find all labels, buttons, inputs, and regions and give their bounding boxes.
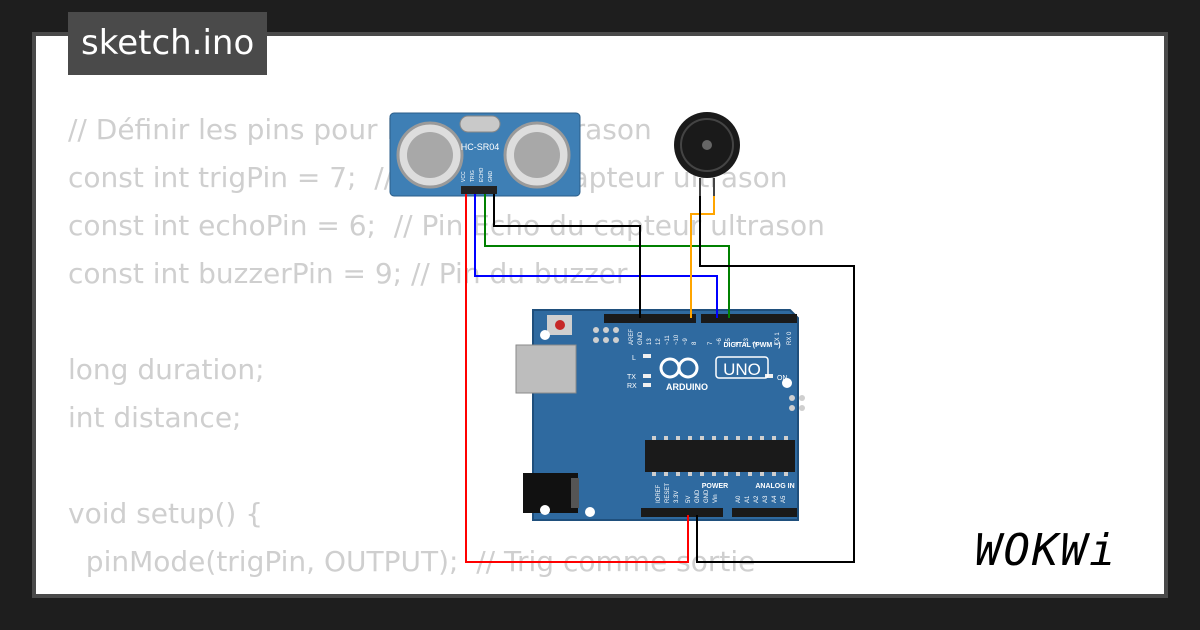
analog-pin-a5: A5 [781,495,787,503]
wire-buzzer-gnd [696,196,855,563]
sensor-pin-echo: ECHO [479,167,485,182]
wire-sensor-gnd [493,194,641,318]
power-pin-gnd-2: GND [704,489,710,503]
arduino-brand: ARDUINO [666,382,708,392]
code-line: const int echoPin = 6; // Pin Echo du ca… [68,209,825,242]
digital-label: DIGITAL (PWM ~) [723,342,780,349]
analog-pin-a2: A2 [754,495,760,503]
pin-label-rx: RX 0 [787,331,793,345]
analog-pin-a1: A1 [745,495,751,503]
pin-label-6: ~6 [717,337,723,345]
power-label: POWER [702,483,728,490]
pin-label-12: 12 [656,338,662,345]
pin-label-2: 2 [753,341,759,345]
pin-label-aref: AREF [629,329,635,345]
pin-label-gnd: GND [638,331,644,345]
code-line: const int buzzerPin = 9; // Pin du buzze… [68,257,628,290]
sensor-label: HC-SR04 [461,142,500,152]
wire-buzzer-signal [690,196,715,318]
pin-label-7: 7 [708,341,714,345]
code-line: pinMode(echoPin, INPUT); // Echo comme e… [68,586,825,594]
arduino-uno-board[interactable]: AREF GND 13 12 ~11 ~10 ~9 8 7 ~6 ~5 4 ~3… [515,309,805,521]
led-label-rx: RX [627,383,637,390]
code-line: void setup() { [68,497,264,530]
pin-label-8: 8 [692,341,698,345]
analog-label: ANALOG IN [755,483,794,490]
wire-echo [484,194,730,318]
wires [465,194,855,563]
wokwi-logo: WOKWi [975,525,1118,576]
sensor-pin-trig: TRIG [470,170,476,182]
power-pin-gnd-1: GND [695,489,701,503]
led-label-tx: TX [627,374,636,381]
led-label-l: L [632,355,636,362]
code-line: long duration; [68,353,265,386]
pin-label-tx: TX 1 [775,332,781,345]
analog-pin-a4: A4 [772,495,778,503]
analog-pin-a0: A0 [736,495,742,503]
on-label: ON [777,375,788,382]
arduino-logo-icon [659,357,699,379]
pin-label-10: ~10 [674,334,680,345]
code-line: int distance; [68,401,242,434]
arduino-model: UNO [723,360,761,379]
analog-pin-a3: A3 [763,495,769,503]
power-pin-vin: Vin [713,494,719,503]
ultrasonic-sensor[interactable]: HC-SR04 VCC TRIG ECHO GND [389,112,581,197]
pin-label-5: ~5 [726,337,732,345]
sensor-pin-gnd: GND [488,171,494,183]
file-tab[interactable]: sketch.ino [68,12,268,75]
wire-vcc [465,194,689,563]
sensor-pin-vcc: VCC [461,171,467,182]
power-pin-ioref: IOREF [656,484,662,503]
power-pin-5v: 5V [686,496,692,503]
pin-label-9: ~9 [683,337,689,345]
pin-label-3: ~3 [744,337,750,345]
power-pin-3v3: 3.3V [674,491,680,503]
buzzer[interactable] [674,112,740,196]
wire-trig [474,194,718,318]
power-pin-reset: RESET [665,483,671,503]
pin-label-11: ~11 [665,335,671,345]
pin-label-4: 4 [735,341,741,345]
pin-label-13: 13 [647,338,653,345]
